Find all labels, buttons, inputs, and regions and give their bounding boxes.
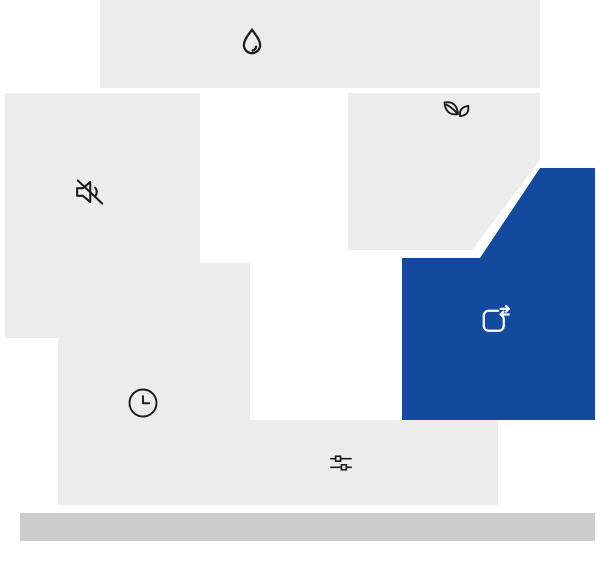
bottom-bar bbox=[20, 513, 595, 541]
sliders-icon bbox=[326, 448, 356, 478]
leaf-icon bbox=[437, 93, 475, 131]
tile-water[interactable] bbox=[100, 0, 540, 88]
clock-icon bbox=[125, 385, 161, 421]
speaker-mute-icon bbox=[71, 173, 109, 211]
tile-settings[interactable] bbox=[58, 420, 498, 505]
tile-delay-time[interactable] bbox=[58, 263, 250, 420]
water-drop-icon bbox=[234, 25, 270, 61]
door-sync-icon bbox=[475, 302, 515, 342]
